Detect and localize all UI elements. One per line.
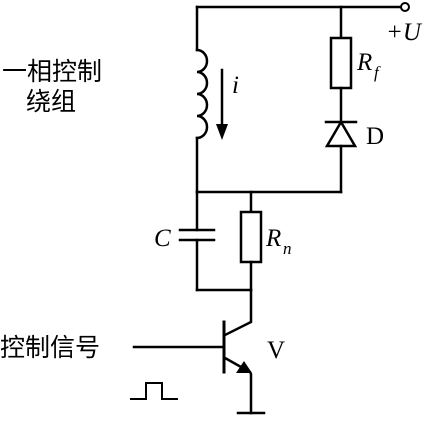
rf-label-main: R <box>356 49 372 76</box>
winding-coil <box>195 48 209 140</box>
winding-label-line1: 一相控制 <box>2 57 102 86</box>
collector-lead <box>223 288 253 337</box>
pulse-icon <box>130 382 178 400</box>
resistor-rn <box>239 210 263 264</box>
supply-label: +U <box>386 19 423 46</box>
supply-terminal <box>400 2 410 12</box>
rn-label-sub: n <box>283 239 292 258</box>
rf-label-sub: f <box>374 63 381 82</box>
emitter-arrow <box>236 361 252 373</box>
resistor-rf <box>329 36 353 90</box>
transistor-label: V <box>267 337 285 364</box>
current-arrow-head <box>216 124 228 140</box>
rn-label-main: R <box>265 225 281 252</box>
control-signal-label: 控制信号 <box>0 333 100 362</box>
winding-label-line2: 绕组 <box>26 87 76 116</box>
diode-label: D <box>366 123 384 150</box>
current-label: i <box>232 72 239 99</box>
capacitor-label: C <box>154 225 171 252</box>
diode-triangle <box>324 119 358 148</box>
